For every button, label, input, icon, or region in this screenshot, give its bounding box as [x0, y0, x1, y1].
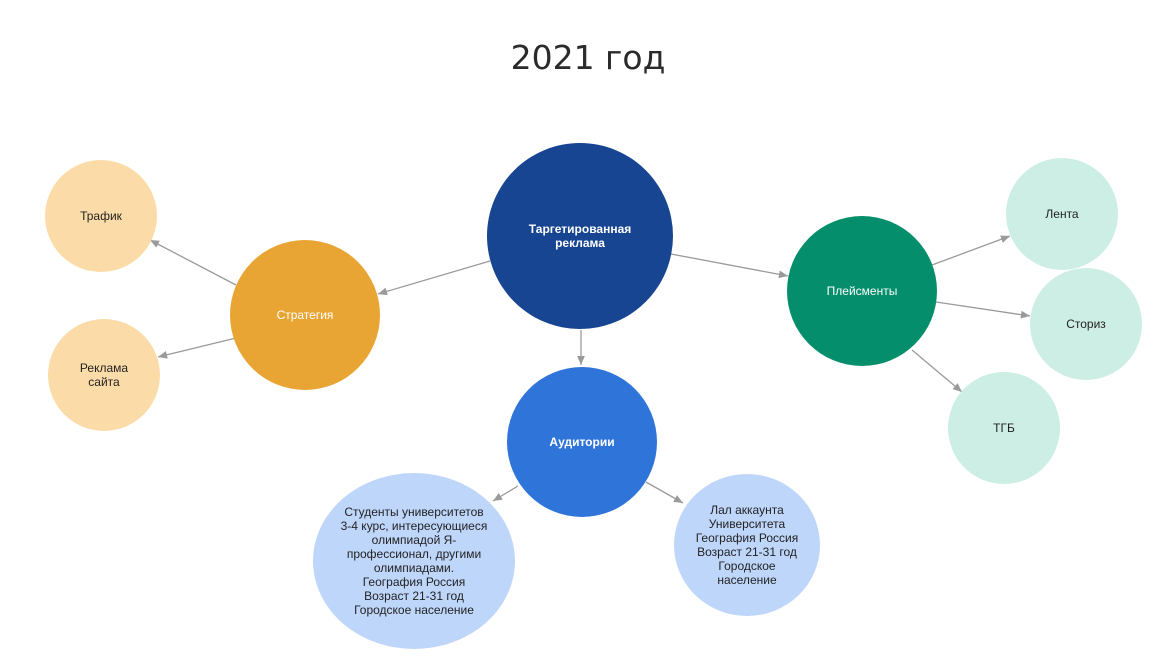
arrow-center-to-placements: [670, 253, 789, 279]
node-audiences: Аудитории: [507, 367, 657, 517]
node-students-audience: Студенты университетов 3-4 курс, интерес…: [313, 473, 515, 649]
arrow-placements-to-stories: [935, 301, 1031, 319]
node-strategy: Стратегия: [230, 240, 380, 390]
arrow-strategy-to-traffic: [149, 239, 237, 286]
node-site-ads: Реклама сайта: [48, 319, 160, 431]
arrow-center-to-strategy: [377, 260, 491, 296]
diagram-title: 2021 год: [510, 38, 666, 77]
node-traffic: Трафик: [45, 160, 157, 272]
arrow-placements-to-tgb: [911, 349, 963, 393]
node-feed: Лента: [1006, 158, 1118, 270]
arrow-placements-to-feed: [931, 235, 1011, 266]
node-targeted-ads: Таргетированная реклама: [487, 143, 673, 329]
arrow-strategy-to-site-ads: [157, 337, 237, 359]
arrow-audiences-to-lookalike: [645, 481, 684, 504]
arrow-audiences-to-students: [492, 485, 519, 502]
node-placements: Плейсменты: [787, 216, 937, 366]
node-lookalike-audience: Лал аккаунта Университета География Росс…: [674, 474, 820, 616]
node-tgb: ТГБ: [948, 372, 1060, 484]
node-stories: Сториз: [1030, 268, 1142, 380]
